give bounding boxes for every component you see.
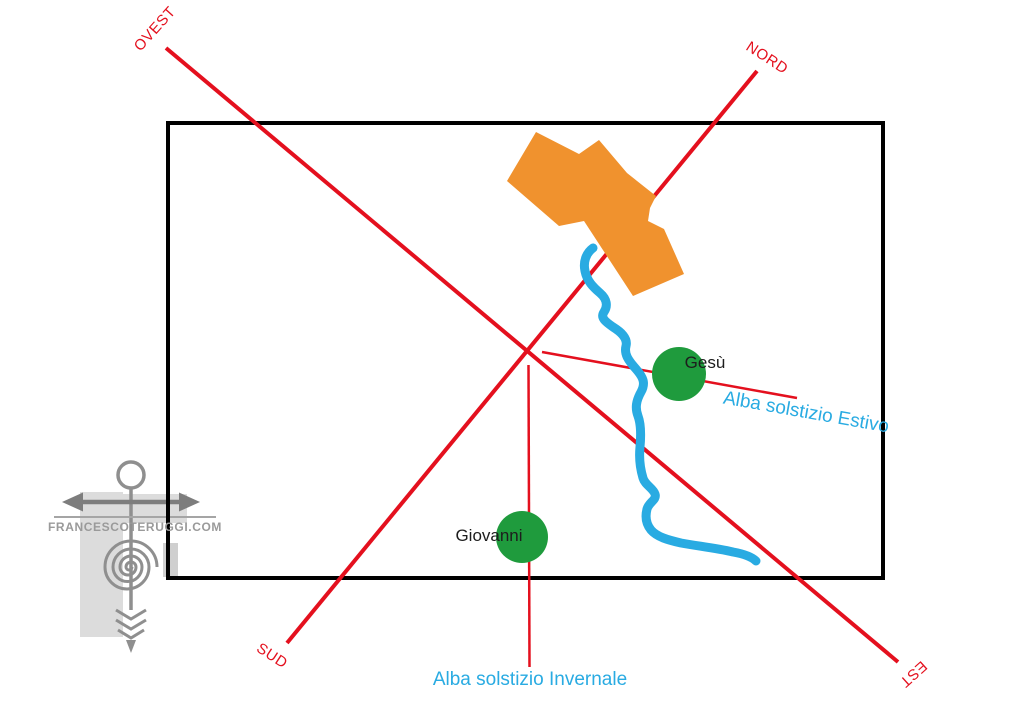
site-boundary-rect — [166, 121, 885, 580]
watermark-arrow-tip-icon — [126, 640, 136, 653]
watermark-feather-1 — [115, 608, 147, 621]
alignment-label-invernale: Alba solstizio Invernale — [432, 669, 628, 690]
watermark-feather-3 — [117, 628, 145, 640]
site-dot-gesu — [652, 347, 706, 401]
compass-line-ovest-est — [164, 46, 900, 664]
site-label-giovanni: Giovanni — [455, 526, 523, 545]
watermark-head-circle-icon — [116, 460, 146, 490]
building-footprint-shape — [507, 132, 684, 296]
compass-line-nord-sud — [285, 69, 759, 645]
watermark-slab — [80, 492, 123, 637]
watermark-spiral-icon — [103, 539, 159, 591]
watermark-arrow-left-icon — [62, 492, 83, 512]
watermark-slab-top — [123, 494, 187, 523]
watermark-feather-2 — [115, 618, 147, 631]
river-path — [579, 243, 761, 566]
watermark-arrow-right-icon — [179, 492, 200, 512]
site-dot-giovanni — [496, 511, 548, 563]
watermark-logo — [54, 460, 216, 653]
site-label-gesu: Gesù — [684, 353, 726, 372]
watermark-slab-small — [163, 543, 178, 577]
watermark-text: FRANCESCOTERUGGI.COM — [48, 520, 222, 534]
